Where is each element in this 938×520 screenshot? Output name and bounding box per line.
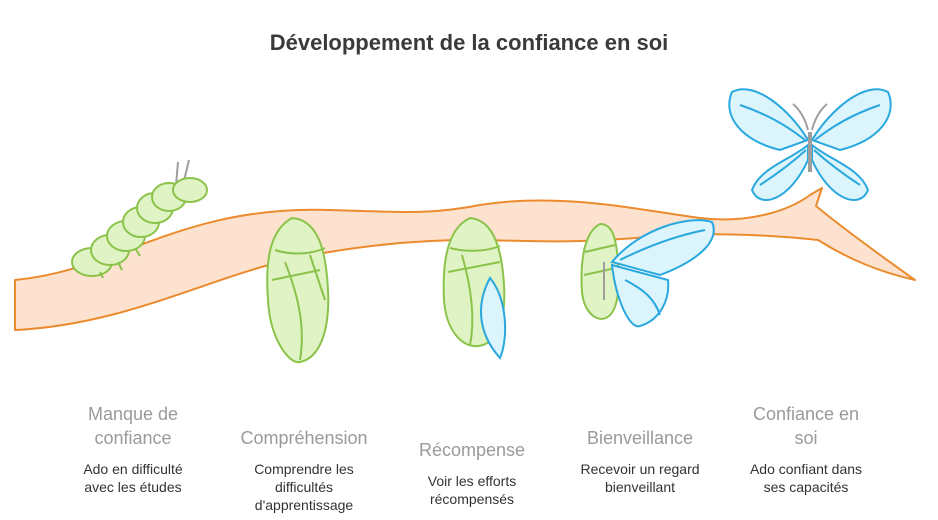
stage-title: Compréhension [240,428,368,448]
illustration [14,88,916,364]
stage-comprehension: Compréhension Comprendre les difficultés… [224,426,384,514]
stage-description: Recevoir un regard bienveillant [580,461,700,495]
stage-description: Ado confiant dans ses capacités [749,461,863,495]
stage-bienveillance: Bienveillance Recevoir un regard bienvei… [560,426,720,496]
stage-title: Confiance en soi [752,404,860,448]
stage-confiance-en-soi: Confiance en soi Ado confiant dans ses c… [726,402,886,496]
stage-recompense: Récompense Voir les efforts récompensés [392,438,552,508]
stage-description: Ado en difficulté avec les études [83,461,183,495]
diagram-title: Développement de la confiance en soi [269,30,669,55]
stage-manque-de-confiance: Manque de confiance Ado en difficulté av… [53,402,213,496]
stage-title: Récompense [418,440,526,460]
butterfly-emerging-icon [580,219,715,328]
caterpillar-icon [71,159,208,279]
stage-description: Voir les efforts récompensés [427,473,517,507]
chrysalis-hatching-icon [442,216,507,360]
stage-title: Manque de confiance [87,404,179,448]
stage-title: Bienveillance [586,428,694,448]
butterfly-icon [728,88,892,201]
stage-description: Comprendre les difficultés d'apprentissa… [254,461,354,513]
chrysalis-icon [266,216,330,364]
